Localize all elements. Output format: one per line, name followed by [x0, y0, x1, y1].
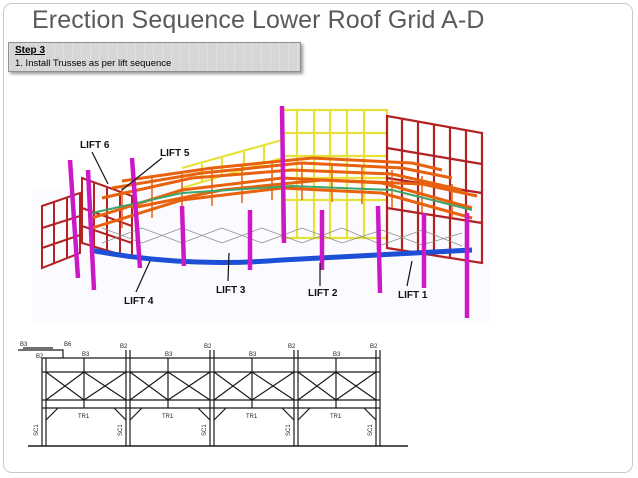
beam-label: B2	[288, 344, 296, 350]
beam-label: B2	[36, 354, 44, 360]
step-callout: Step 3 1. Install Trusses as per lift se…	[8, 42, 301, 72]
beam-label: B3	[165, 352, 173, 358]
truss-label: TR1	[246, 414, 258, 420]
columns-magenta	[67, 105, 470, 318]
lift-5-label: LIFT 5	[160, 148, 190, 159]
lift-leaders	[91, 151, 413, 293]
step-heading: Step 3	[15, 45, 46, 56]
beam-label: B6	[64, 342, 72, 348]
beam-label: B3	[82, 352, 90, 358]
lift-2-label: LIFT 2	[308, 288, 338, 299]
step-item: 1. Install Trusses as per lift sequence	[15, 58, 172, 69]
slide-title: Erection Sequence Lower Roof Grid A-D	[32, 6, 485, 34]
beam-label: B2	[120, 344, 128, 350]
column-label: SC1	[286, 424, 292, 436]
column-label: SC1	[368, 424, 374, 436]
edge-beam-green	[91, 184, 473, 214]
slide-frame	[3, 3, 633, 473]
right-wall-frame	[385, 114, 484, 265]
lift-4-label: LIFT 4	[124, 296, 154, 307]
truss-label: TR1	[162, 414, 174, 420]
column-label: SC1	[202, 424, 208, 436]
lift-1-label: LIFT 1	[398, 290, 428, 301]
beam-label: B3	[333, 352, 341, 358]
beam-label: B3	[249, 352, 257, 358]
beam-label: B2	[370, 344, 378, 350]
beam-label: B2	[204, 344, 212, 350]
structure-3d-model: LIFT 6 LIFT 5 LIFT 4 LIFT 3 LIFT 2 LIFT …	[32, 78, 490, 324]
truss-label: TR1	[78, 414, 90, 420]
lift-3-label: LIFT 3	[216, 285, 246, 296]
column-label: SC1	[118, 424, 124, 436]
beam-label: B3	[20, 342, 28, 348]
elevation-drawing: B3 B2 B6 B3 B2 B3 B2 B3 B2 B3 B2 TR1 TR1…	[8, 328, 428, 453]
perimeter-beam-blue	[89, 247, 473, 265]
truss-label: TR1	[330, 414, 342, 420]
lift-6-label: LIFT 6	[80, 140, 110, 151]
column-label: SC1	[34, 424, 40, 436]
